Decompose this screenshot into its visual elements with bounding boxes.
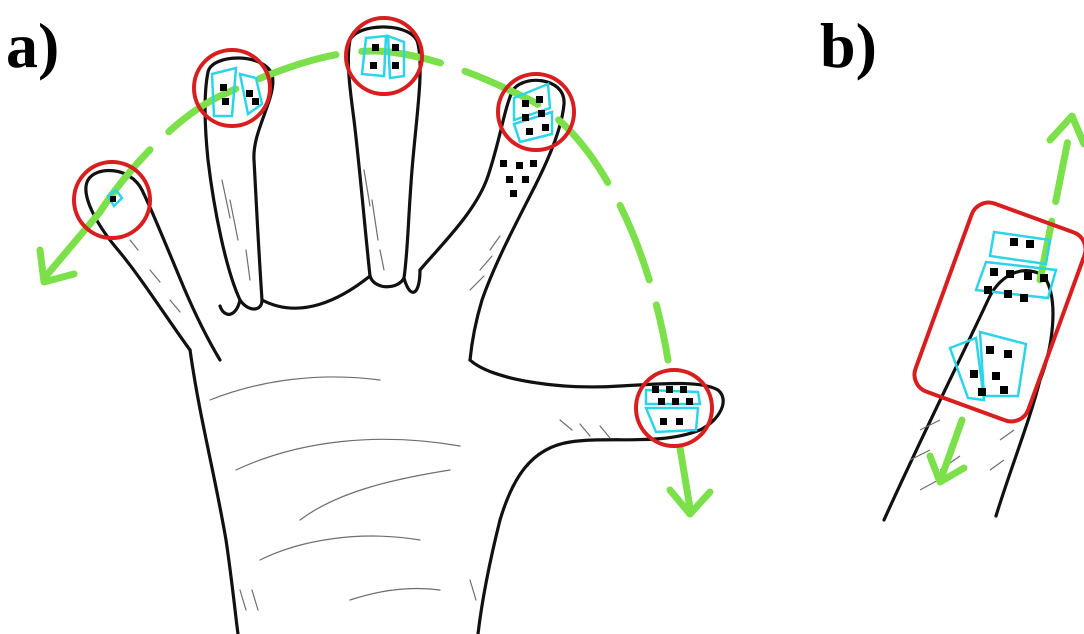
green-arrow-icon [46,212,100,276]
finger-outline [884,271,1053,520]
panel-a [40,18,723,634]
sensor-patch-icon [108,36,700,432]
green-arrow-icon [100,51,668,360]
hand-shading [130,170,610,610]
green-arrow-icon [1040,130,1070,280]
panel-b [884,116,1084,520]
red-circle-highlight [74,18,712,446]
